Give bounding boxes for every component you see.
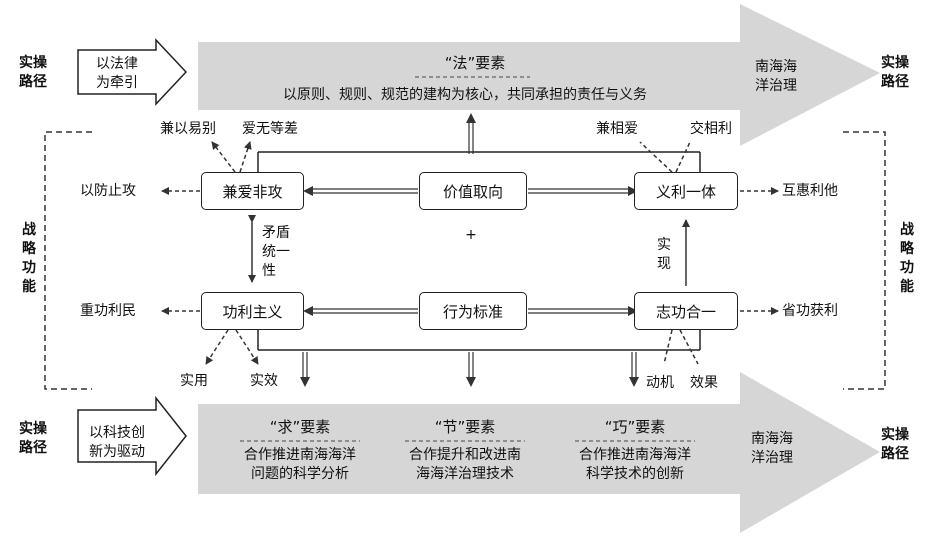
top-gray-arrow xyxy=(198,4,880,146)
bottom-element-title-jie: “节”要素 xyxy=(434,418,496,436)
node-yi-li-yi-ti: 义利一体 xyxy=(634,172,738,210)
top-left-arrow-shape xyxy=(77,38,188,106)
node-behavior-standard: 行为标准 xyxy=(419,292,527,330)
node-zhi-gong-he-yi: 志功合一 xyxy=(634,292,738,330)
plus-sign: + xyxy=(465,227,477,243)
annotation-contradiction-unity: 矛盾 统一 性 xyxy=(262,225,290,279)
bottom-gray-arrow xyxy=(198,372,880,533)
top-left-arrow-text: 以法律 为牵引 xyxy=(96,56,138,91)
annotation-hu-hui-li-ta: 互惠利他 xyxy=(782,183,838,199)
annotation-sheng-gong-huo-li: 省功获利 xyxy=(782,303,838,319)
right-strategic-function-label: 战 略 功 能 xyxy=(900,222,914,295)
annotation-jian-yi-yi-bie: 兼以易别 xyxy=(160,121,216,137)
bottom-left-arrow-text: 以科技创 新为驱动 xyxy=(89,425,145,460)
annotation-practical: 实用 xyxy=(180,373,208,389)
left-strategic-function-label: 战 略 功 能 xyxy=(22,222,36,295)
annotation-effectiveness: 实效 xyxy=(250,373,278,389)
top-left-path-label: 实操 路径 xyxy=(19,55,47,90)
bottom-element-title-qiao: “巧”要素 xyxy=(604,418,666,436)
node-value-orientation: 价值取向 xyxy=(419,172,527,210)
bottom-left-path-label: 实操 路径 xyxy=(19,421,47,456)
bottom-element-desc-qiu: 合作推进南海海洋 问题的科学分析 xyxy=(244,447,356,482)
annotation-effect: 效果 xyxy=(690,375,718,391)
annotation-zhong-gong-li-min: 重功利民 xyxy=(80,303,136,319)
annotation-realize: 实 现 xyxy=(657,237,671,272)
bottom-element-title-qiu: “求”要素 xyxy=(269,418,331,436)
top-goal: 南海海 洋治理 xyxy=(755,59,797,94)
node-utilitarianism: 功利主义 xyxy=(201,292,304,330)
bottom-element-desc-jie: 合作提升和改进南 海海洋治理技术 xyxy=(409,447,521,482)
node-jian-ai-fei-gong: 兼爱非攻 xyxy=(201,172,304,210)
annotation-jian-xiang-ai: 兼相爱 xyxy=(596,121,638,137)
annotation-ai-wu-deng-cha: 爱无等差 xyxy=(242,121,298,137)
annotation-jiao-xiang-li: 交相利 xyxy=(690,121,732,137)
bottom-element-desc-qiao: 合作推进南海海洋 科学技术的创新 xyxy=(579,447,691,482)
top-right-path-label: 实操 路径 xyxy=(881,55,909,90)
top-element-title: “法”要素 xyxy=(444,54,506,72)
annotation-yi-fang-zhi-gong: 以防止攻 xyxy=(80,183,136,199)
bottom-goal: 南海海 洋治理 xyxy=(751,431,793,466)
annotation-motive: 动机 xyxy=(646,375,674,391)
top-element-desc: 以原则、规则、规范的建构为核心，共同承担的责任与义务 xyxy=(283,87,647,103)
bottom-left-arrow-shape xyxy=(77,395,187,477)
bottom-right-path-label: 实操 路径 xyxy=(881,427,909,462)
